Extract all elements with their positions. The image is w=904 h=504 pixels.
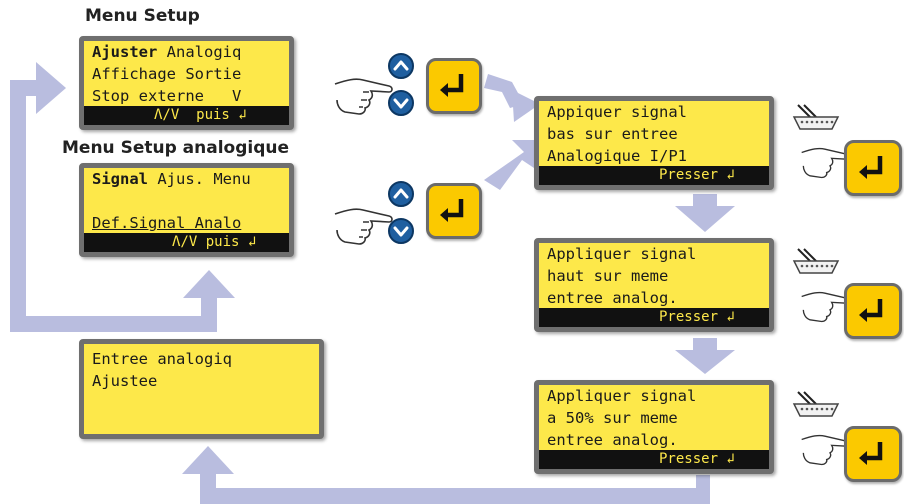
lcd-text: Analogiq xyxy=(157,43,242,61)
sub-d-connector-icon xyxy=(792,391,840,417)
flow-arrow-up-shaft xyxy=(201,296,217,332)
flow-arrow-step2-shaft xyxy=(693,338,717,352)
enter-key-icon xyxy=(440,199,464,222)
lcd-line: entree analog. xyxy=(547,289,678,307)
lcd-line xyxy=(84,190,289,212)
arrow-up-icon xyxy=(393,60,409,71)
lcd-line: Appliquer signal xyxy=(547,387,697,405)
pointing-hand-icon xyxy=(801,147,850,179)
pointing-hand-icon xyxy=(801,291,850,323)
arrow-down-icon xyxy=(393,98,409,109)
enter-key-icon xyxy=(859,442,883,465)
lcd-line: Appiquer signal xyxy=(547,103,687,121)
pointing-hand-icon xyxy=(334,208,393,245)
lcd-step-3: Appliquer signal a 50% sur meme entree a… xyxy=(534,380,774,474)
lcd-line: Signal Ajus. Menu xyxy=(84,168,289,190)
enter-button-step-2[interactable] xyxy=(844,283,902,339)
lcd-line: bas sur entree xyxy=(547,125,678,143)
menu-setup-analog-title: Menu Setup analogique xyxy=(62,138,290,158)
flow-arrow-to-step1-c xyxy=(484,140,540,190)
lcd-line: Analogique I/P1 xyxy=(547,147,687,165)
lcd-line: Appliquer signal xyxy=(547,245,697,263)
enter-button-step-3[interactable] xyxy=(844,426,902,482)
flow-arrow-return-head xyxy=(182,446,234,474)
arrow-down-icon xyxy=(393,226,409,237)
lcd-line: Stop externe V xyxy=(92,87,242,105)
flow-arrow-return-up xyxy=(200,470,216,504)
lcd-softkey-bar: Presser ↲ xyxy=(539,450,769,469)
lcd-highlight: Ajuster xyxy=(92,43,158,61)
arrow-down-button[interactable] xyxy=(388,218,414,244)
lcd-text: Ajus. Menu xyxy=(148,170,251,188)
arrow-up-button[interactable] xyxy=(388,53,414,79)
flow-arrow-step1-shaft xyxy=(693,194,717,208)
sub-d-connector-icon xyxy=(792,248,840,274)
lcd-menu-setup-analog: Signal Ajus. Menu Def.Signal Analo Λ/V p… xyxy=(79,163,294,257)
lcd-menu-setup: Ajuster Analogiq Affichage Sortie Stop e… xyxy=(79,36,294,130)
enter-key-icon xyxy=(859,156,883,179)
menu-setup-title: Menu Setup xyxy=(85,6,200,26)
flow-arrow-up-head xyxy=(183,270,235,298)
enter-button-step-1[interactable] xyxy=(844,140,902,196)
lcd-line: Ajustee xyxy=(92,372,158,390)
flow-arrow-loop-head xyxy=(36,62,66,114)
lcd-result: Entree analogiq Ajustee xyxy=(79,339,324,439)
lcd-line: entree analog. xyxy=(547,431,678,449)
enter-button-analog[interactable] xyxy=(426,183,482,239)
lcd-softkey-bar: Presser ↲ xyxy=(539,166,769,185)
lcd-step-2: Appliquer signal haut sur meme entree an… xyxy=(534,238,774,332)
enter-button-setup[interactable] xyxy=(426,58,482,114)
sub-d-connector-icon xyxy=(792,104,840,130)
lcd-softkey-bar: Λ/V puis ↲ xyxy=(84,233,289,252)
flow-arrow-step1-head xyxy=(675,206,735,232)
lcd-highlight: Signal xyxy=(92,170,148,188)
lcd-softkey-bar: Presser ↲ xyxy=(539,308,769,327)
pointing-hand-icon xyxy=(801,434,850,466)
lcd-line: haut sur meme xyxy=(547,267,669,285)
flow-arrow-loop-left xyxy=(10,80,26,330)
arrow-up-icon xyxy=(393,188,409,199)
lcd-line: Entree analogiq xyxy=(92,350,232,368)
lcd-line: Ajuster Analogiq xyxy=(84,41,289,63)
enter-key-icon xyxy=(440,74,464,97)
lcd-line: Affichage Sortie xyxy=(92,65,242,83)
lcd-step-1: Appiquer signal bas sur entree Analogiqu… xyxy=(534,96,774,190)
lcd-softkey-bar: Λ/V puis ↲ xyxy=(84,106,289,125)
enter-key-icon xyxy=(859,299,883,322)
arrow-down-button[interactable] xyxy=(388,90,414,116)
arrow-up-button[interactable] xyxy=(388,181,414,207)
flow-arrow-to-step1-b xyxy=(512,90,540,122)
lcd-line: a 50% sur meme xyxy=(547,409,678,427)
flow-arrow-return-bottom xyxy=(200,488,710,504)
pointing-hand-icon xyxy=(334,78,393,115)
flow-arrow-step2-head xyxy=(675,350,735,374)
flow-arrow-loop-bottom xyxy=(10,316,215,332)
lcd-line: Def.Signal Analo xyxy=(92,214,242,232)
